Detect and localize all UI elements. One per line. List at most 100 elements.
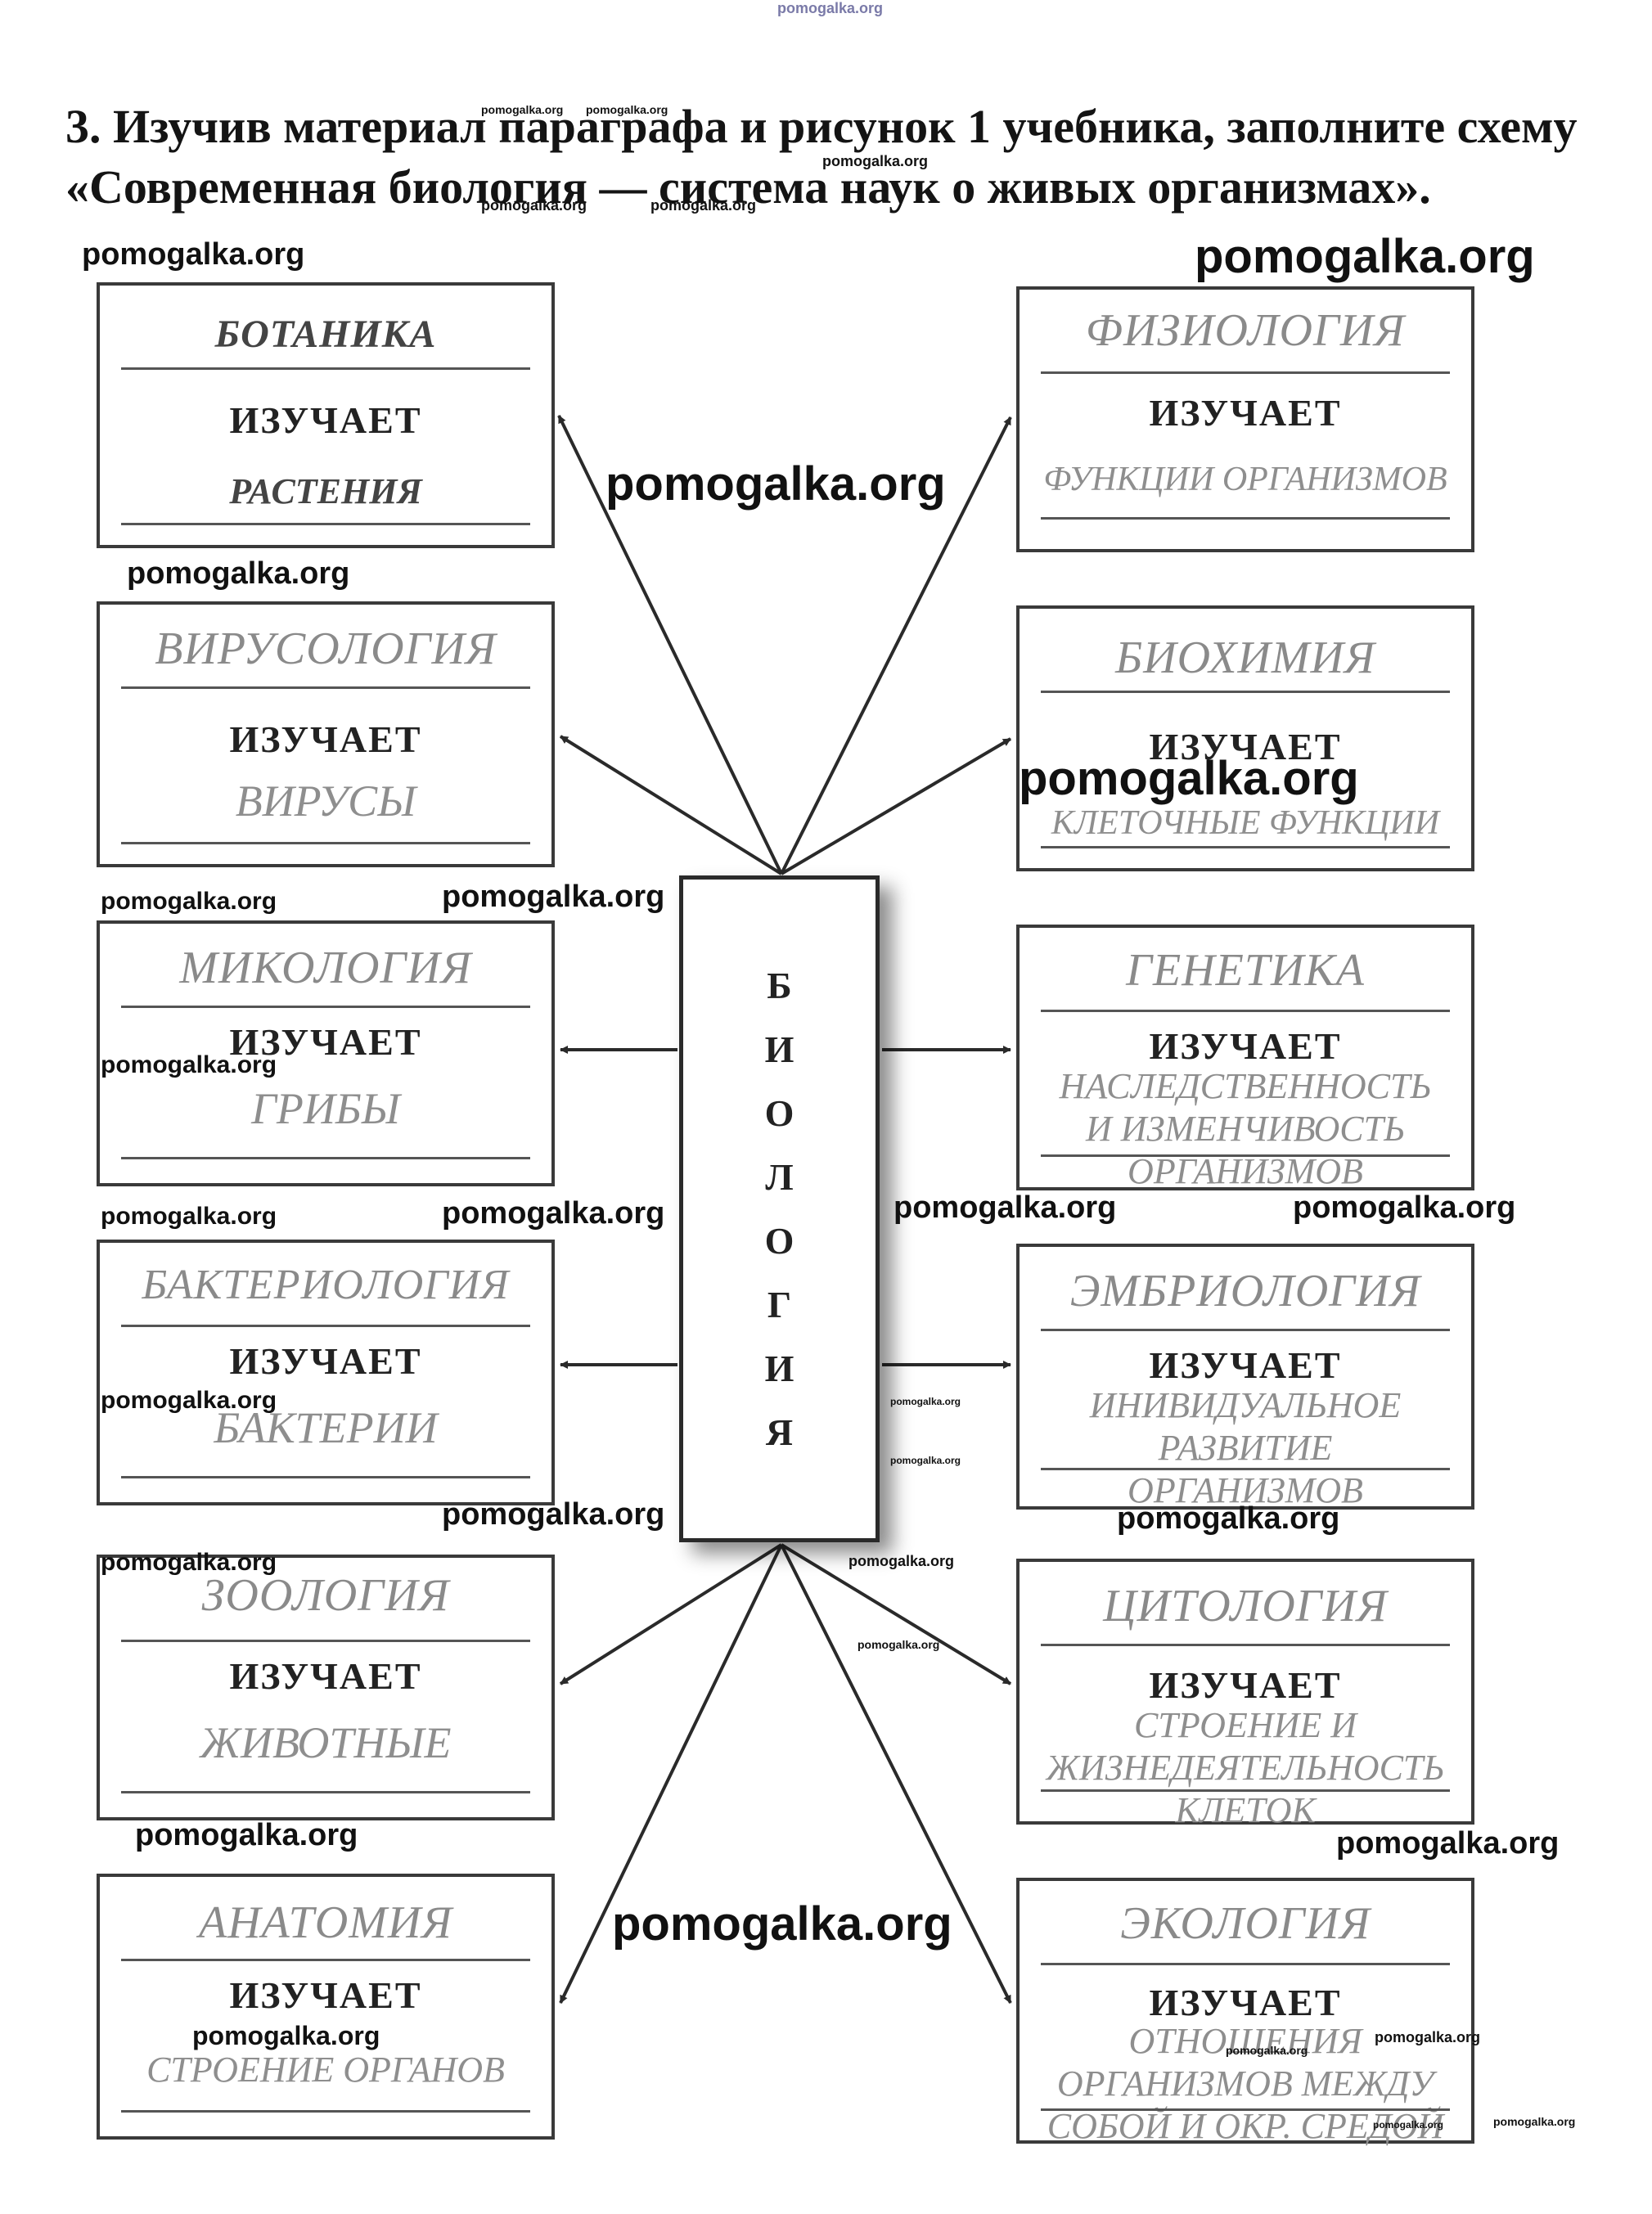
arrow-zoologiya [559,1543,783,1685]
watermark: pomogalka.org [822,153,929,169]
box-botanika: БОТАНИКА ИЗУЧАЕТ РАСТЕНИЯ [97,282,555,548]
study-object: БАКТЕРИИ [214,1403,438,1452]
watermark: pomogalka.org [1117,1501,1340,1536]
study-object: ЖИВОТНЫЕ [200,1718,452,1767]
arrow-citologiya [780,1543,1012,1685]
center-letter: И [764,1028,794,1070]
center-letter: О [764,1219,794,1262]
center-letter: Г [767,1283,792,1325]
verb-label: ИЗУЧАЕТ [1149,1982,1342,2023]
watermark: pomogalka.org [1336,1826,1560,1861]
watermark: pomogalka.org [101,1549,277,1576]
box-biohimiya: БИОХИМИЯ ИЗУЧАЕТ КЛЕТОЧНЫЕ ФУНКЦИИ [1016,605,1474,871]
science-name: БОТАНИКА [214,313,437,356]
verb-label: ИЗУЧАЕТ [229,1974,422,2016]
science-name: ФИЗИОЛОГИЯ [1085,305,1406,356]
science-name: БАКТЕРИОЛОГИЯ [142,1262,510,1308]
verb-label: ИЗУЧАЕТ [1149,1344,1342,1386]
watermark: pomogalka.org [890,1396,961,1407]
verb-label: ИЗУЧАЕТ [1149,1025,1342,1067]
verb-label: ИЗУЧАЕТ [229,718,422,760]
heading-line-1: 3. Изучив материал параграфа и рисунок 1… [65,100,1578,153]
watermark: pomogalka.org [1375,2029,1481,2045]
watermark: pomogalka.org [650,197,757,214]
study-object: СТРОЕНИЕ И ЖИЗНЕДЕЯТЕЛЬНОСТЬ КЛЕТОК [1046,1705,1445,1830]
study-object: НАСЛЕДСТВЕННОСТЬ И ИЗМЕНЧИВОСТЬ ОРГАНИЗМ… [1059,1066,1432,1191]
watermark: pomogalka.org [442,1497,665,1532]
verb-label: ИЗУЧАЕТ [1149,726,1342,767]
box-genetika: ГЕНЕТИКА ИЗУЧАЕТ НАСЛЕДСТВЕННОСТЬ И ИЗМЕ… [1016,925,1474,1191]
watermark: pomogalka.org [442,1196,665,1231]
science-name: ЗООЛОГИЯ [201,1570,450,1621]
center-letter: О [764,1091,794,1134]
verb-label: ИЗУЧАЕТ [229,1655,422,1697]
verb-label: ИЗУЧАЕТ [229,1021,422,1063]
science-name: ЭКОЛОГИЯ [1120,1898,1371,1949]
arrow-ekologiya [780,1544,1012,2004]
arrow-fiziologiya [780,416,1012,875]
arrow-biohimiya [780,737,1012,875]
heading-line-2: «Современная биология — система наук о ж… [65,160,1431,214]
science-name: ЭМБРИОЛОГИЯ [1069,1266,1421,1316]
study-object: ВИРУСЫ [235,776,416,826]
science-name: ВИРУСОЛОГИЯ [155,623,497,674]
science-name: ГЕНЕТИКА [1126,945,1365,996]
box-ekologiya: ЭКОЛОГИЯ ИЗУЧАЕТ ОТНОШЕНИЯ ОРГАНИЗМОВ МЕ… [1016,1878,1474,2146]
box-bakteriologiya: БАКТЕРИОЛОГИЯ ИЗУЧАЕТ БАКТЕРИИ [97,1240,555,1505]
watermark: pomogalka.org [1195,230,1535,283]
verb-label: ИЗУЧАЕТ [229,399,422,441]
watermark: pomogalka.org [1226,2044,1308,2057]
biology-center-box: Б И О Л О Г И Я [679,875,880,1542]
box-zoologiya: ЗООЛОГИЯ ИЗУЧАЕТ ЖИВОТНЫЕ [97,1555,555,1820]
arrow-anatomiya [559,1544,783,2004]
box-anatomiya: АНАТОМИЯ ИЗУЧАЕТ СТРОЕНИЕ ОРГАНОВ [97,1874,555,2140]
watermark: pomogalka.org [586,103,668,116]
center-letter: Я [765,1411,794,1453]
center-letter: И [764,1347,794,1389]
arrow-botanika [557,415,783,875]
watermark: pomogalka.org [442,880,665,914]
watermark: pomogalka.org [605,457,946,511]
study-object: СТРОЕНИЕ ОРГАНОВ [146,2050,505,2090]
box-citologiya: ЦИТОЛОГИЯ ИЗУЧАЕТ СТРОЕНИЕ И ЖИЗНЕДЕЯТЕЛ… [1016,1559,1474,1830]
science-name: БИОХИМИЯ [1115,632,1375,683]
verb-label: ИЗУЧАЕТ [229,1340,422,1382]
study-object: ГРИБЫ [251,1084,400,1133]
watermark: pomogalka.org [1373,2119,1444,2131]
watermark: pomogalka.org [890,1455,961,1466]
study-object: КЛЕТОЧНЫЕ ФУНКЦИИ [1051,804,1440,842]
watermark: pomogalka.org [481,197,587,214]
science-name: ЦИТОЛОГИЯ [1103,1581,1388,1631]
watermark: pomogalka.org [135,1818,358,1852]
verb-label: ИЗУЧАЕТ [1149,392,1342,434]
watermark: pomogalka.org [1293,1190,1516,1225]
arrow-virusologiya [559,735,783,875]
box-virusologiya: ВИРУСОЛОГИЯ ИЗУЧАЕТ ВИРУСЫ [97,601,555,867]
box-embriologiya: ЭМБРИОЛОГИЯ ИЗУЧАЕТ ИНИВИДУАЛЬНОЕ РАЗВИТ… [1016,1244,1474,1510]
watermark: pomogalka.org [127,556,350,591]
watermark: pomogalka.org [481,103,564,116]
watermark: pomogalka.org [101,1051,277,1078]
watermark: pomogalka.org [1019,752,1359,805]
watermark: pomogalka.org [858,1638,940,1651]
watermark: pomogalka.org [192,2021,380,2050]
box-mikologiya: МИКОЛОГИЯ ИЗУЧАЕТ ГРИБЫ [97,920,555,1186]
verb-label: ИЗУЧАЕТ [1149,1664,1342,1706]
watermark: pomogalka.org [82,237,305,272]
center-letter: Б [767,964,792,1006]
watermark: pomogalka.org [612,1897,952,1951]
watermark: pomogalka.org [1493,2115,1576,2128]
box-fiziologiya: ФИЗИОЛОГИЯ ИЗУЧАЕТ ФУНКЦИИ ОРГАНИЗМОВ [1016,286,1474,552]
watermark-top: pomogalka.org [777,0,884,16]
center-letter: Л [765,1155,794,1198]
watermark: pomogalka.org [849,1553,955,1569]
task-heading: 3. Изучив материал параграфа и рисунок 1… [65,97,1604,218]
study-object: ИНИВИДУАЛЬНОЕ РАЗВИТИЕ ОРГАНИЗМОВ [1089,1385,1402,1510]
watermark: pomogalka.org [101,1387,277,1414]
science-name: МИКОЛОГИЯ [179,943,472,993]
watermark: pomogalka.org [894,1190,1117,1225]
study-object: ОТНОШЕНИЯ ОРГАНИЗМОВ МЕЖДУ СОБОЙ И ОКР. … [1047,2021,1444,2146]
science-name: АНАТОМИЯ [198,1897,453,1948]
watermark: pomogalka.org [101,1203,277,1230]
